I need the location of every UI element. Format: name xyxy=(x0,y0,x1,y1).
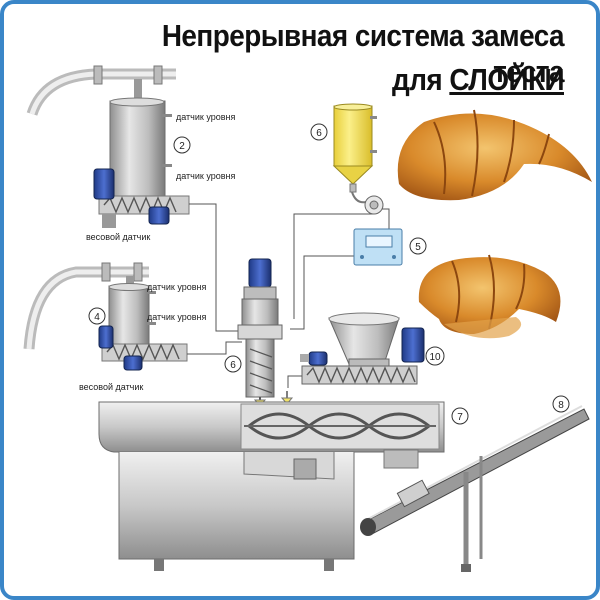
callout-4: 4 xyxy=(88,307,106,325)
callout-5: 5 xyxy=(409,237,427,255)
controller-unit xyxy=(353,228,403,266)
hopper-4 xyxy=(98,283,188,371)
title-emphasis: СЛОЙКИ xyxy=(449,62,564,97)
diagram-title-line1: Непрерывная система замеса теста xyxy=(161,18,565,89)
callout-6-mid: 6 xyxy=(224,355,242,373)
callout-2-text: 2 xyxy=(179,141,185,152)
callout-7-text: 7 xyxy=(457,412,463,423)
level-sensor-label-2: датчик уровня xyxy=(176,171,235,181)
level-sensor-label-3: датчик уровня xyxy=(147,282,206,292)
inclined-conveyor xyxy=(360,405,590,572)
main-mixer xyxy=(98,401,445,571)
ingredient-hopper-10 xyxy=(287,312,425,388)
liquid-dosing-tank xyxy=(332,103,384,215)
callout-7: 7 xyxy=(451,407,469,425)
pre-mixer-column xyxy=(237,258,294,407)
weight-sensor-label-2: весовой датчик xyxy=(79,382,143,392)
callout-6-mid-text: 6 xyxy=(230,360,236,371)
diagram-title-line2: для СЛОЙКИ xyxy=(330,62,564,98)
callout-2: 2 xyxy=(173,136,191,154)
level-sensor-label-4: датчик уровня xyxy=(147,312,206,322)
callout-5-text: 5 xyxy=(415,242,421,253)
callout-4-text: 4 xyxy=(94,312,100,323)
title-prefix: для xyxy=(392,62,450,97)
signal-lines xyxy=(187,201,390,355)
feed-pipe-top xyxy=(26,65,176,116)
croissant-image-bottom xyxy=(418,254,561,339)
callout-8: 8 xyxy=(552,395,570,413)
hopper-2 xyxy=(93,97,190,228)
level-sensor-label-1: датчик уровня xyxy=(176,112,235,122)
weight-sensor-label-1: весовой датчик xyxy=(86,232,150,242)
callout-10: 10 xyxy=(425,346,445,366)
callout-8-text: 8 xyxy=(558,400,564,411)
croissant-image-top xyxy=(397,109,592,201)
process-diagram: 2 4 5 6 6 7 8 10 датчик уровня датчик ур… xyxy=(23,65,592,572)
callout-10-text: 10 xyxy=(429,352,441,363)
callout-6-top-text: 6 xyxy=(316,128,322,139)
callout-6-top: 6 xyxy=(310,123,328,141)
